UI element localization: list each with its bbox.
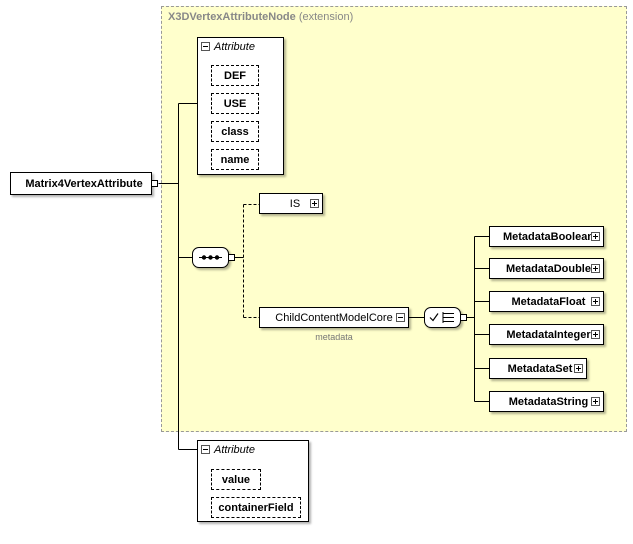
expand-icon[interactable] <box>591 329 600 339</box>
element-is[interactable]: IS <box>259 193 323 214</box>
childcontentmodelcore-caption: metadata <box>315 332 353 342</box>
expand-icon[interactable] <box>310 198 319 208</box>
choice-compositor[interactable] <box>424 307 461 328</box>
element-metadatafloat-label: MetadataFloat <box>511 295 586 308</box>
attribute-name-label: name <box>220 153 250 166</box>
element-metadatadouble-label: MetadataDouble <box>506 262 591 275</box>
element-metadataboolean[interactable]: MetadataBoolean <box>489 226 604 247</box>
sequence-symbol <box>199 255 222 260</box>
element-metadataset-label: MetadataSet <box>507 362 573 375</box>
expand-icon[interactable] <box>591 263 600 273</box>
attribute-group-bottom-header-label: Attribute <box>214 443 255 456</box>
sequence-compositor[interactable] <box>192 247 229 268</box>
element-metadataset[interactable]: MetadataSet <box>489 358 587 379</box>
element-childcontentmodelcore-label: ChildContentModelCore <box>275 311 393 324</box>
root-element-label: Matrix4VertexAttribute <box>25 177 143 190</box>
attribute-group-top-header-label: Attribute <box>214 40 255 53</box>
element-metadatadouble[interactable]: MetadataDouble <box>489 258 604 279</box>
attribute-use-label: USE <box>223 97 247 110</box>
collapse-icon[interactable] <box>396 312 405 322</box>
attribute-containerfield-label: containerField <box>218 501 294 514</box>
element-is-label: IS <box>289 197 301 210</box>
root-element-matrix4vertexattribute[interactable]: Matrix4VertexAttribute <box>10 172 152 195</box>
collapse-icon[interactable] <box>201 42 210 51</box>
attribute-class-label: class <box>221 125 249 138</box>
attribute-name[interactable]: name <box>211 149 259 170</box>
attribute-def[interactable]: DEF <box>211 65 259 86</box>
element-metadatastring[interactable]: MetadataString <box>489 391 604 412</box>
expand-icon[interactable] <box>591 296 600 306</box>
extension-region-label: X3DVertexAttributeNode (extension) <box>168 11 353 23</box>
root-element-connector-stub <box>151 180 158 187</box>
element-metadataboolean-label: MetadataBoolean <box>502 230 595 243</box>
attribute-value[interactable]: value <box>211 469 261 490</box>
attribute-class[interactable]: class <box>211 121 259 142</box>
attribute-use[interactable]: USE <box>211 93 259 114</box>
element-metadatainteger[interactable]: MetadataInteger <box>489 324 604 345</box>
attribute-def-label: DEF <box>224 69 246 82</box>
expand-icon[interactable] <box>591 231 600 241</box>
extension-region-suffix: (extension) <box>298 11 354 23</box>
attribute-group-bottom-header[interactable]: Attribute <box>198 441 255 458</box>
expand-icon[interactable] <box>591 396 600 406</box>
element-metadatainteger-label: MetadataInteger <box>506 328 591 341</box>
sequence-connector-stub <box>228 254 235 261</box>
expand-icon[interactable] <box>574 363 583 373</box>
attribute-group-top-header[interactable]: Attribute <box>198 38 255 55</box>
choice-connector-stub <box>460 314 467 321</box>
collapse-icon[interactable] <box>201 445 210 454</box>
attribute-containerfield[interactable]: containerField <box>211 497 301 518</box>
attribute-value-label: value <box>221 473 251 486</box>
element-childcontentmodelcore[interactable]: ChildContentModelCore <box>259 307 409 328</box>
element-metadatastring-label: MetadataString <box>508 395 589 408</box>
choice-symbol <box>429 312 454 323</box>
element-metadatafloat[interactable]: MetadataFloat <box>489 291 604 312</box>
extension-region-name: X3DVertexAttributeNode <box>168 11 296 23</box>
